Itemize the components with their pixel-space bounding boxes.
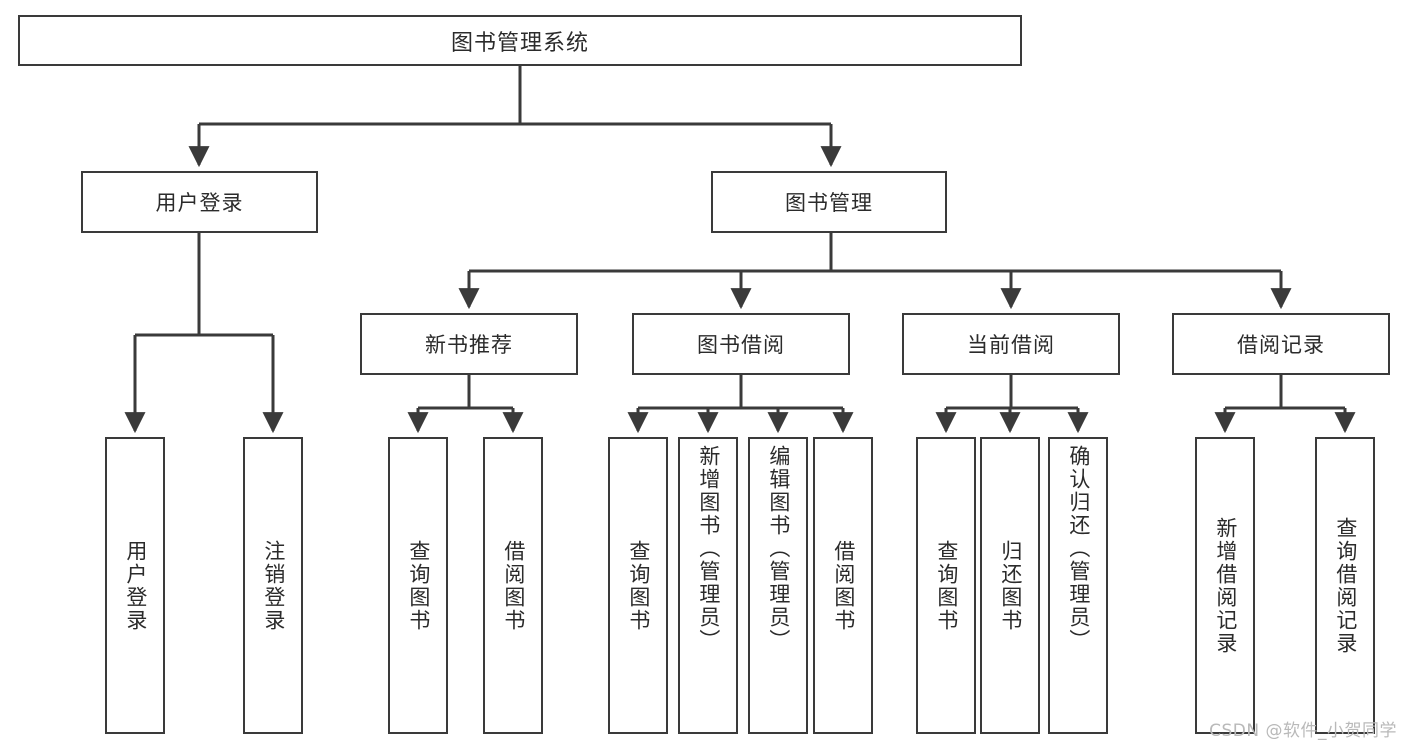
leaf-text-wrap: 用户登录 bbox=[107, 439, 163, 732]
leaf-text-wrap: 新增借阅记录 bbox=[1197, 439, 1253, 732]
leaf-text-wrap: 编辑图书（管理员） bbox=[750, 439, 806, 732]
leaf-current-borrow-confirm-return-label: 确认归还（管理员） bbox=[1066, 445, 1091, 652]
leaf-user-login-login-label: 用户登录 bbox=[123, 539, 148, 632]
node-root[interactable]: 图书管理系统 bbox=[18, 15, 1022, 66]
leaf-book-borrow-edit-book-label: 编辑图书（管理员） bbox=[766, 445, 791, 652]
leaf-book-borrow-edit-book[interactable]: 编辑图书（管理员） bbox=[748, 437, 808, 734]
node-new-book-recommend[interactable]: 新书推荐 bbox=[360, 313, 578, 375]
leaf-borrow-records-add-record[interactable]: 新增借阅记录 bbox=[1195, 437, 1255, 734]
csdn-watermark: CSDN @软件_小贺同学 bbox=[1209, 721, 1397, 741]
node-current-borrow-label: 当前借阅 bbox=[967, 333, 1055, 357]
leaf-text-wrap: 查询图书 bbox=[610, 439, 666, 732]
leaf-book-borrow-query-book-label: 查询图书 bbox=[626, 539, 651, 632]
leaf-current-borrow-return-book-label: 归还图书 bbox=[998, 539, 1023, 632]
leaf-book-borrow-add-book-label: 新增图书（管理员） bbox=[696, 445, 721, 652]
leaf-borrow-records-add-record-label: 新增借阅记录 bbox=[1213, 516, 1238, 655]
node-book-borrow-label: 图书借阅 bbox=[697, 333, 785, 357]
node-book-borrow[interactable]: 图书借阅 bbox=[632, 313, 850, 375]
leaf-text-wrap: 查询图书 bbox=[918, 439, 974, 732]
leaf-new-book-borrow-book-label: 借阅图书 bbox=[501, 539, 526, 632]
leaf-current-borrow-confirm-return[interactable]: 确认归还（管理员） bbox=[1048, 437, 1108, 734]
node-user-login[interactable]: 用户登录 bbox=[81, 171, 318, 233]
leaf-book-borrow-borrow-book[interactable]: 借阅图书 bbox=[813, 437, 873, 734]
leaf-text-wrap: 借阅图书 bbox=[485, 439, 541, 732]
node-current-borrow[interactable]: 当前借阅 bbox=[902, 313, 1120, 375]
leaf-new-book-query-book[interactable]: 查询图书 bbox=[388, 437, 448, 734]
leaf-text-wrap: 注销登录 bbox=[245, 439, 301, 732]
leaf-user-login-login[interactable]: 用户登录 bbox=[105, 437, 165, 734]
node-user-login-label: 用户登录 bbox=[155, 191, 244, 215]
leaf-text-wrap: 借阅图书 bbox=[815, 439, 871, 732]
leaf-text-wrap: 查询借阅记录 bbox=[1317, 439, 1373, 732]
leaf-current-borrow-return-book[interactable]: 归还图书 bbox=[980, 437, 1040, 734]
leaf-book-borrow-add-book[interactable]: 新增图书（管理员） bbox=[678, 437, 738, 734]
leaf-borrow-records-query-record-label: 查询借阅记录 bbox=[1333, 516, 1358, 655]
leaf-user-login-logout-label: 注销登录 bbox=[261, 539, 286, 632]
leaf-book-borrow-query-book[interactable]: 查询图书 bbox=[608, 437, 668, 734]
node-borrow-records-label: 借阅记录 bbox=[1237, 333, 1325, 357]
leaf-user-login-logout[interactable]: 注销登录 bbox=[243, 437, 303, 734]
node-borrow-records[interactable]: 借阅记录 bbox=[1172, 313, 1390, 375]
leaf-text-wrap: 归还图书 bbox=[982, 439, 1038, 732]
leaf-book-borrow-borrow-book-label: 借阅图书 bbox=[831, 539, 856, 632]
leaf-text-wrap: 新增图书（管理员） bbox=[680, 439, 736, 732]
node-new-book-recommend-label: 新书推荐 bbox=[425, 333, 513, 357]
leaf-new-book-borrow-book[interactable]: 借阅图书 bbox=[483, 437, 543, 734]
leaf-current-borrow-query-book-label: 查询图书 bbox=[934, 539, 959, 632]
leaf-current-borrow-query-book[interactable]: 查询图书 bbox=[916, 437, 976, 734]
node-book-management[interactable]: 图书管理 bbox=[711, 171, 947, 233]
node-root-label: 图书管理系统 bbox=[450, 30, 589, 56]
leaf-text-wrap: 确认归还（管理员） bbox=[1050, 439, 1106, 732]
leaf-text-wrap: 查询图书 bbox=[390, 439, 446, 732]
leaf-new-book-query-book-label: 查询图书 bbox=[406, 539, 431, 632]
leaf-borrow-records-query-record[interactable]: 查询借阅记录 bbox=[1315, 437, 1375, 734]
node-book-management-label: 图书管理 bbox=[785, 191, 873, 215]
